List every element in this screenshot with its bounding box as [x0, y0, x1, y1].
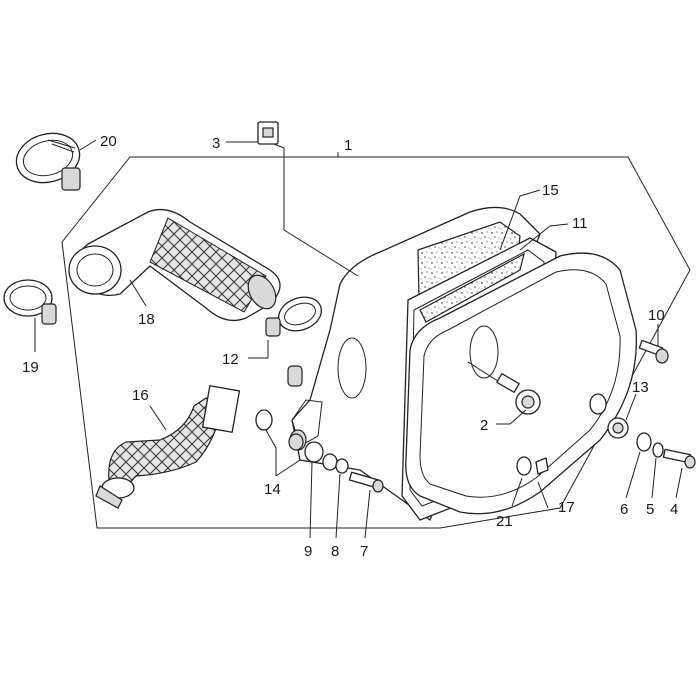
callout-16: 16	[132, 387, 149, 404]
callout-5: 5	[646, 501, 654, 518]
callout-21: 21	[496, 513, 513, 530]
callout-14: 14	[264, 481, 281, 498]
bolt-7	[348, 471, 384, 493]
callout-3: 3	[212, 135, 220, 152]
bent-hose-16	[95, 385, 241, 509]
washer-8	[322, 453, 338, 471]
callout-4: 4	[670, 501, 678, 518]
callout-11: 11	[572, 215, 588, 232]
callout-9: 9	[304, 543, 312, 560]
callout-10: 10	[648, 307, 665, 324]
callout-18: 18	[138, 311, 155, 328]
spacer-9	[304, 441, 324, 463]
spacer-6	[636, 432, 652, 452]
callout-17: 17	[558, 499, 575, 516]
callout-13: 13	[632, 379, 649, 396]
callout-19: 19	[22, 359, 39, 376]
hose-clamp-19	[3, 279, 57, 325]
callout-15: 15	[542, 182, 559, 199]
callout-1: 1	[344, 137, 352, 154]
bush-21	[516, 456, 532, 476]
callout-7: 7	[360, 543, 368, 560]
knob-screw-2	[467, 361, 541, 415]
clip-17	[535, 457, 549, 475]
callout-20: 20	[100, 133, 117, 150]
airbox-cover	[405, 252, 638, 515]
grommet-13	[607, 417, 629, 439]
hose-clamp-12	[265, 296, 323, 337]
callout-labels: 1 2 3 4 5 6 7 8 9 10 11 12 13 14 15 16 1…	[22, 133, 678, 560]
callout-2: 2	[480, 417, 488, 434]
washer-8b	[335, 458, 349, 474]
assembly-boundary	[61, 156, 691, 529]
washer-5	[652, 442, 664, 458]
callout-6: 6	[620, 501, 628, 518]
intake-duct-18	[68, 208, 281, 322]
grommet-14	[255, 409, 304, 451]
callout-12: 12	[222, 351, 239, 368]
clip-3	[257, 121, 279, 145]
bolt-4	[662, 448, 696, 469]
callout-8: 8	[331, 543, 339, 560]
leader-lines	[34, 139, 683, 539]
hose-clamp-20	[15, 132, 81, 191]
screw-10	[638, 339, 669, 364]
